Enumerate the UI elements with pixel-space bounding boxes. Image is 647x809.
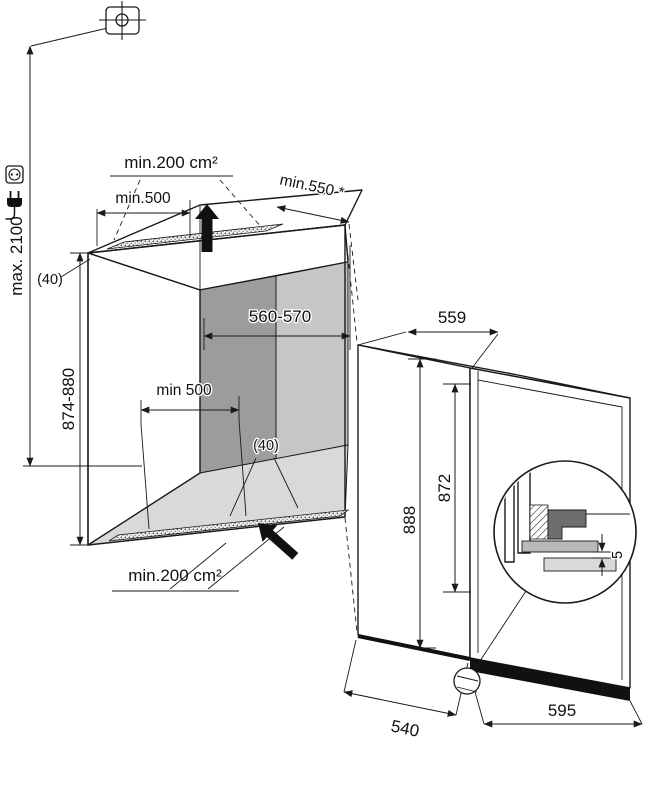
niche-drawing bbox=[87, 189, 363, 633]
ext-540-left bbox=[343, 639, 357, 693]
power-socket-icon bbox=[5, 165, 24, 184]
label-floor-vent-width: min 500 bbox=[156, 382, 212, 399]
leader-bottom-vent-1 bbox=[169, 542, 227, 590]
label-appliance-width: 595 bbox=[548, 701, 576, 720]
ext-appl-depth-right bbox=[471, 333, 499, 369]
detail-circle bbox=[493, 460, 637, 604]
detail-contents: 5 bbox=[504, 463, 630, 576]
niche-front-opening bbox=[87, 224, 346, 546]
top-vent-strip bbox=[106, 223, 284, 250]
icons bbox=[5, 1, 146, 220]
leader-bottom-vent-2 bbox=[207, 526, 285, 590]
label-top-vent-width: min.500 bbox=[115, 190, 171, 207]
ext-niche-depth bbox=[348, 223, 359, 301]
projection-line-top bbox=[344, 227, 358, 343]
detail-leader-line bbox=[473, 590, 527, 671]
ext-line-socket-top bbox=[30, 26, 113, 47]
crosshair-position-icon bbox=[99, 1, 146, 40]
label-socket-max-height: max. 2100 bbox=[7, 216, 26, 295]
niche-back-wall-light bbox=[275, 261, 349, 460]
label-body-depth: 540 bbox=[389, 716, 421, 740]
detail-slab bbox=[521, 540, 599, 553]
power-plug-icon bbox=[5, 191, 22, 220]
ext-appl-depth-left bbox=[357, 331, 407, 346]
label-foot-gap: 5 bbox=[610, 551, 626, 559]
ext-595-right bbox=[629, 700, 643, 725]
detail-plinth bbox=[543, 557, 617, 572]
label-bottom-vent-area: min.200 cm² bbox=[128, 566, 222, 585]
appliance-base-bar bbox=[470, 658, 630, 701]
dimensions: max. 2100 874-880 min.200 cm² min.500 mi… bbox=[6, 26, 643, 742]
airflow-in-arrow bbox=[258, 523, 299, 560]
label-top-vent-area: min.200 cm² bbox=[124, 153, 218, 172]
label-height-888: 888 bbox=[400, 506, 419, 534]
dim-line-540 bbox=[343, 690, 457, 717]
locator-inner-line-2 bbox=[456, 686, 478, 693]
detail-hatch-part bbox=[529, 504, 549, 540]
drop-floor-vent-right bbox=[238, 419, 247, 517]
detail-view: 5 bbox=[453, 460, 637, 695]
label-niche-height: 874-880 bbox=[59, 368, 78, 430]
appliance-base-side-line bbox=[357, 634, 471, 661]
label-gap-floor: (40) bbox=[253, 438, 279, 454]
locator-inner-line-1 bbox=[456, 675, 479, 682]
drop-floor-vent-left bbox=[140, 423, 150, 530]
dim-line-niche-depth bbox=[276, 205, 350, 224]
leader-gap-floor-1 bbox=[229, 457, 257, 517]
label-appliance-depth: 559 bbox=[438, 308, 466, 327]
detail-bracket bbox=[547, 509, 587, 540]
label-height-872: 872 bbox=[435, 474, 454, 502]
detail-panel-a bbox=[504, 463, 515, 563]
leader-gap-floor-2 bbox=[273, 457, 299, 509]
airflow-up-arrow bbox=[195, 204, 219, 252]
leader-gap-top bbox=[60, 258, 91, 278]
door-gap-line-top bbox=[477, 379, 623, 408]
label-niche-width: 560-570 bbox=[249, 307, 311, 326]
leader-top-vent-1 bbox=[113, 179, 141, 241]
label-gap-top: (40) bbox=[37, 272, 63, 288]
leader-top-vent-2 bbox=[219, 179, 263, 229]
projection-line-bottom bbox=[344, 517, 358, 633]
